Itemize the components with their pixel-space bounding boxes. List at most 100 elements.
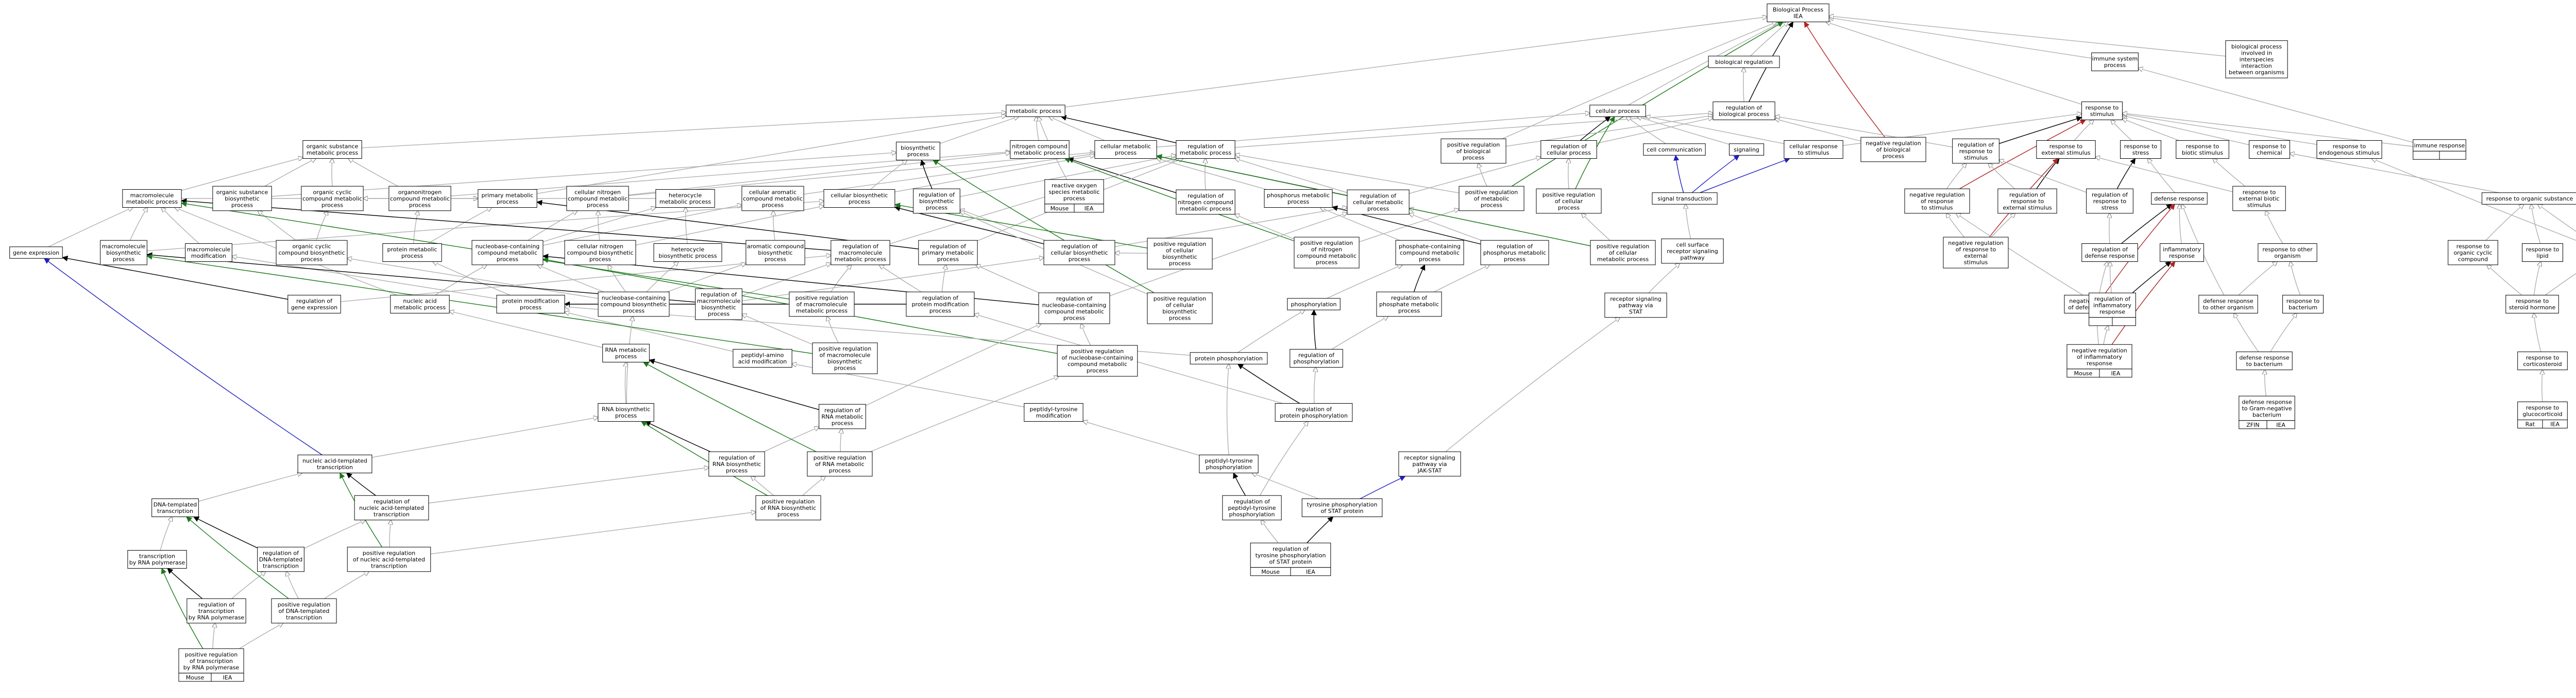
go-term-node-defresp[interactable]: defense response (2151, 192, 2208, 205)
go-term-node-protphos[interactable]: protein phosphorylation (1190, 352, 1268, 364)
go-term-node-bioreg[interactable]: biological regulation (1708, 56, 1780, 68)
go-term-node-cellcomm[interactable]: cell communication (1643, 143, 1706, 156)
go-term-node-sigtrans[interactable]: signal transduction (1652, 192, 1718, 205)
go-term-node-metab[interactable]: metabolic process (1006, 105, 1065, 117)
go-term-node-regpeptyr[interactable]: regulation ofpeptidyl-tyrosinephosphoryl… (1222, 495, 1282, 521)
go-term-node-geneexpr[interactable]: gene expression (9, 246, 63, 259)
go-term-node-regmacrobio[interactable]: regulation ofmacromoleculebiosyntheticpr… (695, 288, 742, 320)
go-term-node-cellproc[interactable]: cellular process (1589, 105, 1646, 117)
go-term-node-immresp[interactable]: immune response (2413, 139, 2466, 160)
go-term-node-signaling[interactable]: signaling (1728, 143, 1765, 156)
go-term-node-resporgsub[interactable]: response to organic substance (2481, 192, 2576, 205)
